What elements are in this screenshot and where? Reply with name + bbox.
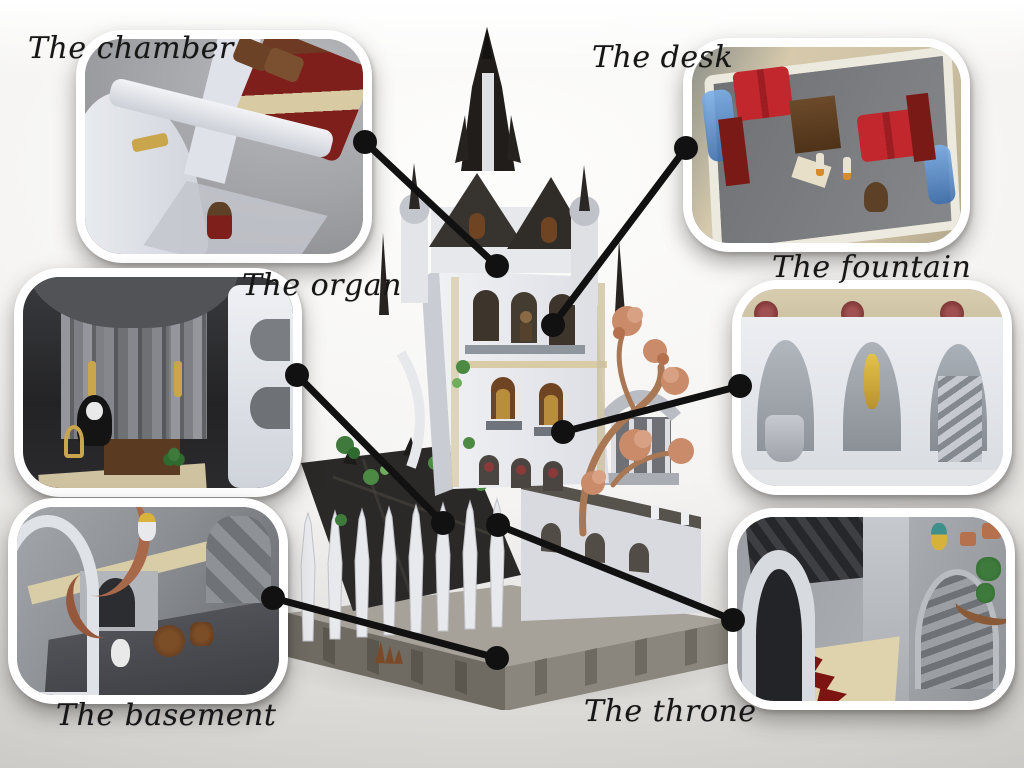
desk-minifigure <box>864 182 889 212</box>
callout-panel-chamber <box>76 30 372 263</box>
desk-red-chair <box>732 65 795 121</box>
callout-panel-basement <box>8 498 288 704</box>
throne-door-opening <box>755 568 802 701</box>
callout-panel-throne <box>728 508 1015 710</box>
throne-copper-pot <box>981 522 1001 540</box>
throne-copper-pot <box>960 531 977 547</box>
organ-arch-opening <box>249 319 291 362</box>
fountain-gold-statue <box>864 354 880 410</box>
basement-minifigure <box>137 512 156 541</box>
throne-plant <box>976 583 996 604</box>
callout-panel-desk <box>683 38 970 252</box>
castle-spire <box>455 27 521 171</box>
throne-minifigure <box>930 522 947 551</box>
fountain-spiral-stair <box>937 375 983 463</box>
chamber-minifigure <box>207 202 233 239</box>
organ-arch-opening <box>249 386 291 429</box>
desk-table <box>788 95 841 154</box>
organ-candelabra <box>174 361 183 398</box>
basement-barrel <box>153 625 185 658</box>
basement-tiled-vault <box>205 516 272 603</box>
throne-plant <box>976 557 1001 582</box>
organ-candelabra <box>87 361 96 398</box>
castle-loggia-figure <box>520 311 532 323</box>
callout-panel-fountain <box>732 280 1012 495</box>
organ-render <box>23 277 293 488</box>
callout-label-throne: The throne <box>584 694 757 729</box>
fountain-render <box>741 289 1003 486</box>
desk-render <box>692 47 961 243</box>
fountain-basin <box>764 415 804 463</box>
throne-spiral-stair <box>914 568 1000 689</box>
organ-plant <box>163 441 185 467</box>
callout-label-basement: The basement <box>56 698 277 733</box>
fountain-tan-band <box>741 289 1003 320</box>
callout-label-desk: The desk <box>592 40 734 75</box>
basement-render <box>17 507 279 695</box>
desk-candle <box>842 156 851 181</box>
callout-label-chamber: The chamber <box>28 31 234 66</box>
basement-barrel <box>189 621 214 647</box>
chamber-render <box>85 39 363 254</box>
basement-skeleton <box>111 638 130 667</box>
throne-render <box>737 517 1006 701</box>
callout-label-fountain: The fountain <box>772 250 972 285</box>
basement-door-arch <box>95 578 135 628</box>
desk-candle <box>815 152 824 177</box>
fountain-base-ledge <box>741 470 1003 486</box>
organ-skeleton-skull <box>86 401 103 421</box>
callout-label-organ: The organ <box>242 268 402 303</box>
organ-gold-key <box>63 425 84 459</box>
